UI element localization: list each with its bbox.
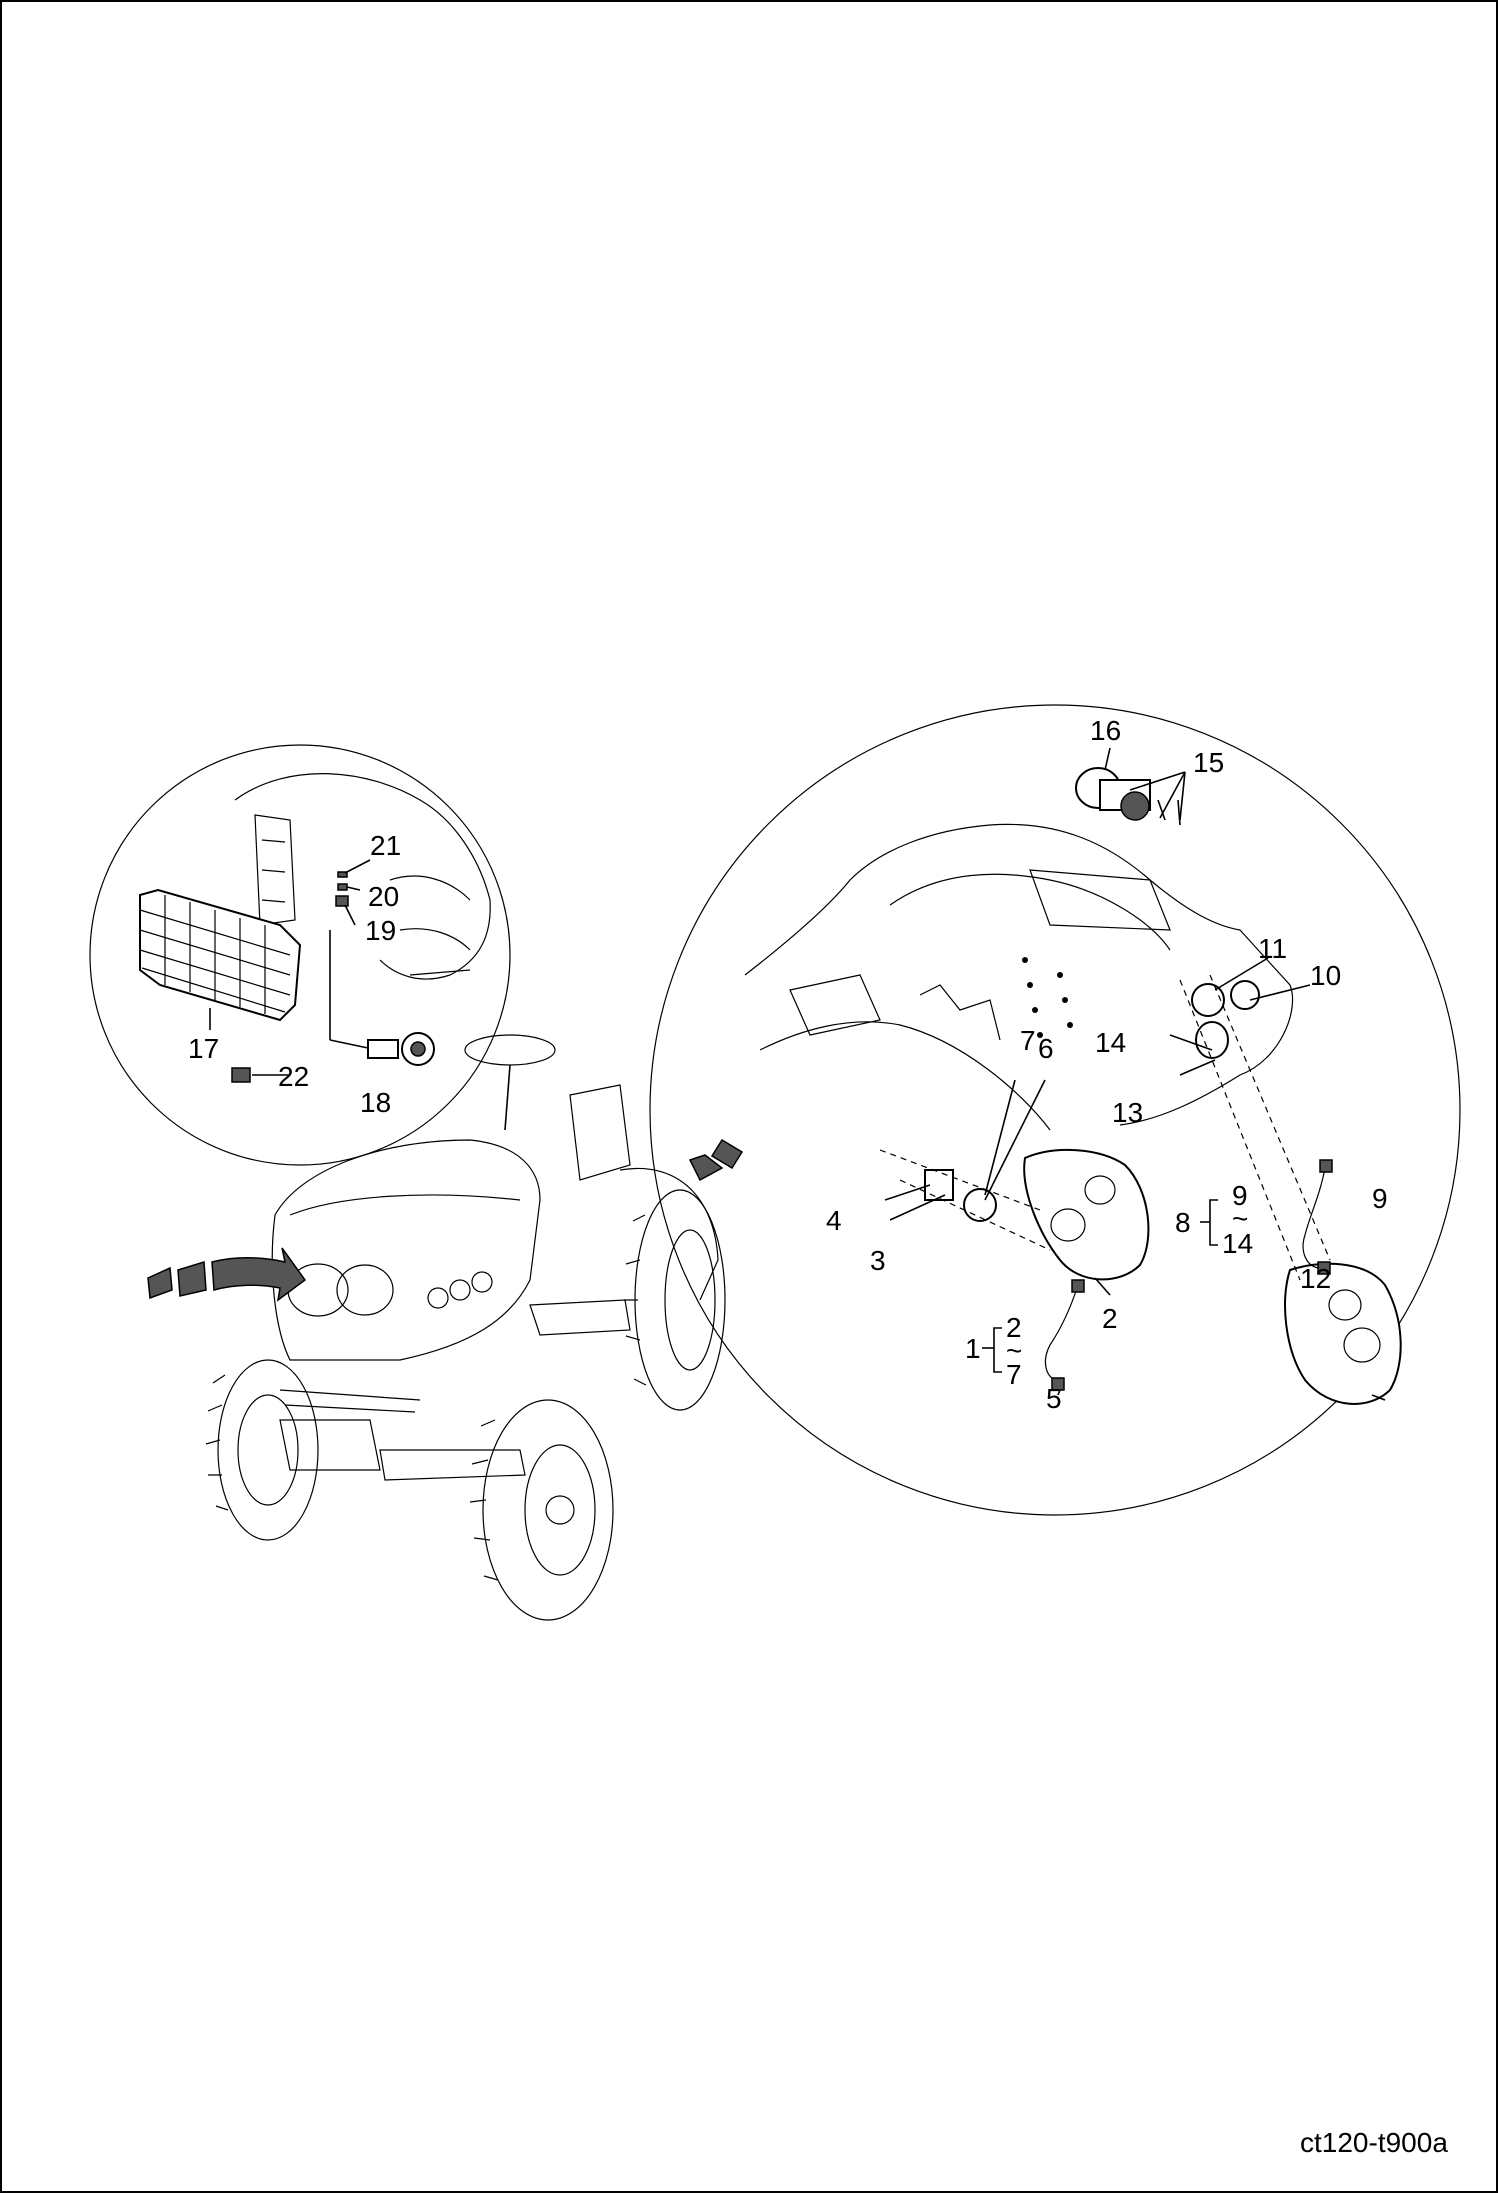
- callout-13: 13: [1112, 1097, 1143, 1128]
- range-bracket-1: [982, 1327, 1002, 1373]
- headlight-lens: [139, 888, 302, 1022]
- callout-21: 21: [370, 830, 401, 861]
- front-arrow: [147, 1247, 307, 1302]
- callout-18: 18: [360, 1087, 391, 1118]
- callout-20: 20: [368, 881, 399, 912]
- callout-15: 15: [1193, 747, 1224, 778]
- callout-16: 16: [1090, 715, 1121, 746]
- callout-10: 10: [1310, 960, 1341, 991]
- callout-19: 19: [365, 915, 396, 946]
- license-light: [1075, 767, 1151, 821]
- callout-3: 3: [870, 1245, 886, 1276]
- range-bracket-8: [1200, 1199, 1218, 1246]
- callout-6: 6: [1038, 1033, 1054, 1064]
- range-8-from: 9: [1232, 1180, 1248, 1211]
- range-1-from: 2: [1006, 1312, 1022, 1343]
- rear-right-wheel: [624, 1189, 726, 1411]
- callout-4: 4: [826, 1205, 842, 1236]
- callout-2: 2: [1102, 1303, 1118, 1334]
- headlight-bulb: [367, 1032, 435, 1066]
- right-rear-lamp: [1284, 1262, 1402, 1405]
- headlight-detail-circle: [89, 744, 511, 1166]
- callout-7: 7: [1020, 1025, 1036, 1056]
- callout-1: 1: [965, 1333, 981, 1364]
- range-8-tilde: ~: [1232, 1203, 1248, 1234]
- range-8-to: 14: [1222, 1228, 1253, 1259]
- figure-code: ct120-t900a: [1300, 2127, 1448, 2158]
- clip: [231, 1067, 251, 1083]
- range-1-to: 7: [1006, 1359, 1022, 1390]
- callout-11: 11: [1258, 933, 1287, 964]
- callout-9: 9: [1372, 1183, 1388, 1214]
- front-right-wheel: [469, 1399, 614, 1621]
- rear-light-detail-circle: [649, 704, 1461, 1516]
- tractor-illustration: [147, 1034, 744, 1621]
- callout-12: 12: [1300, 1263, 1331, 1294]
- callout-5: 5: [1046, 1383, 1062, 1414]
- left-rear-lamp: [1023, 1149, 1150, 1281]
- callout-8: 8: [1175, 1207, 1191, 1238]
- range-1-tilde: ~: [1006, 1335, 1022, 1366]
- callout-17: 17: [188, 1033, 219, 1064]
- callout-14: 14: [1095, 1027, 1126, 1058]
- front-left-wheel: [205, 1359, 319, 1541]
- callout-22: 22: [278, 1061, 309, 1092]
- rear-arrow: [688, 1138, 744, 1182]
